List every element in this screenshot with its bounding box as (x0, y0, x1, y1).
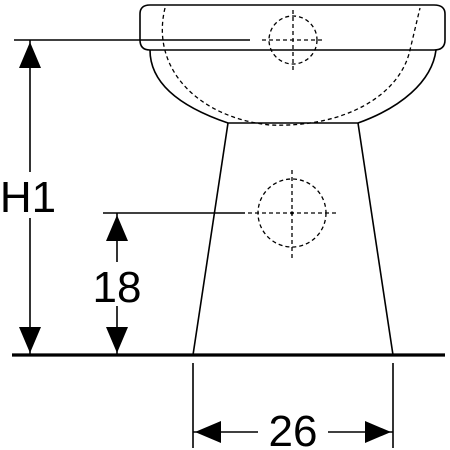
bowl-inner-hidden-line (161, 7, 421, 126)
outlet-arrow-top (106, 215, 128, 241)
outlet-center-point (290, 211, 294, 215)
pedestal-left-edge (192, 122, 229, 356)
h1-arrow-bottom (19, 327, 41, 353)
pedestal-right-edge (357, 122, 394, 356)
drain-outlet-symbol (248, 170, 336, 258)
width-label-background (258, 405, 328, 450)
outlet-height-label: 18 (93, 263, 142, 312)
toilet-bowl (139, 4, 446, 126)
toilet-pedestal (192, 122, 394, 356)
h1-arrow-top (19, 42, 41, 68)
base-width-label: 26 (269, 407, 318, 450)
width-arrow-right (365, 421, 391, 443)
dimension-base-width: 26 (192, 363, 394, 450)
outlet-arrow-bottom (106, 327, 128, 353)
width-arrow-left (195, 421, 221, 443)
inlet-circle (268, 15, 318, 65)
outlet-label-background (88, 262, 146, 306)
h1-label: H1 (0, 173, 56, 222)
h1-label-background (0, 172, 58, 218)
dimension-outlet-height: 18 (88, 212, 245, 355)
dimension-total-height: H1 (0, 39, 250, 355)
bowl-rim (139, 4, 446, 51)
water-inlet-symbol (262, 10, 325, 72)
